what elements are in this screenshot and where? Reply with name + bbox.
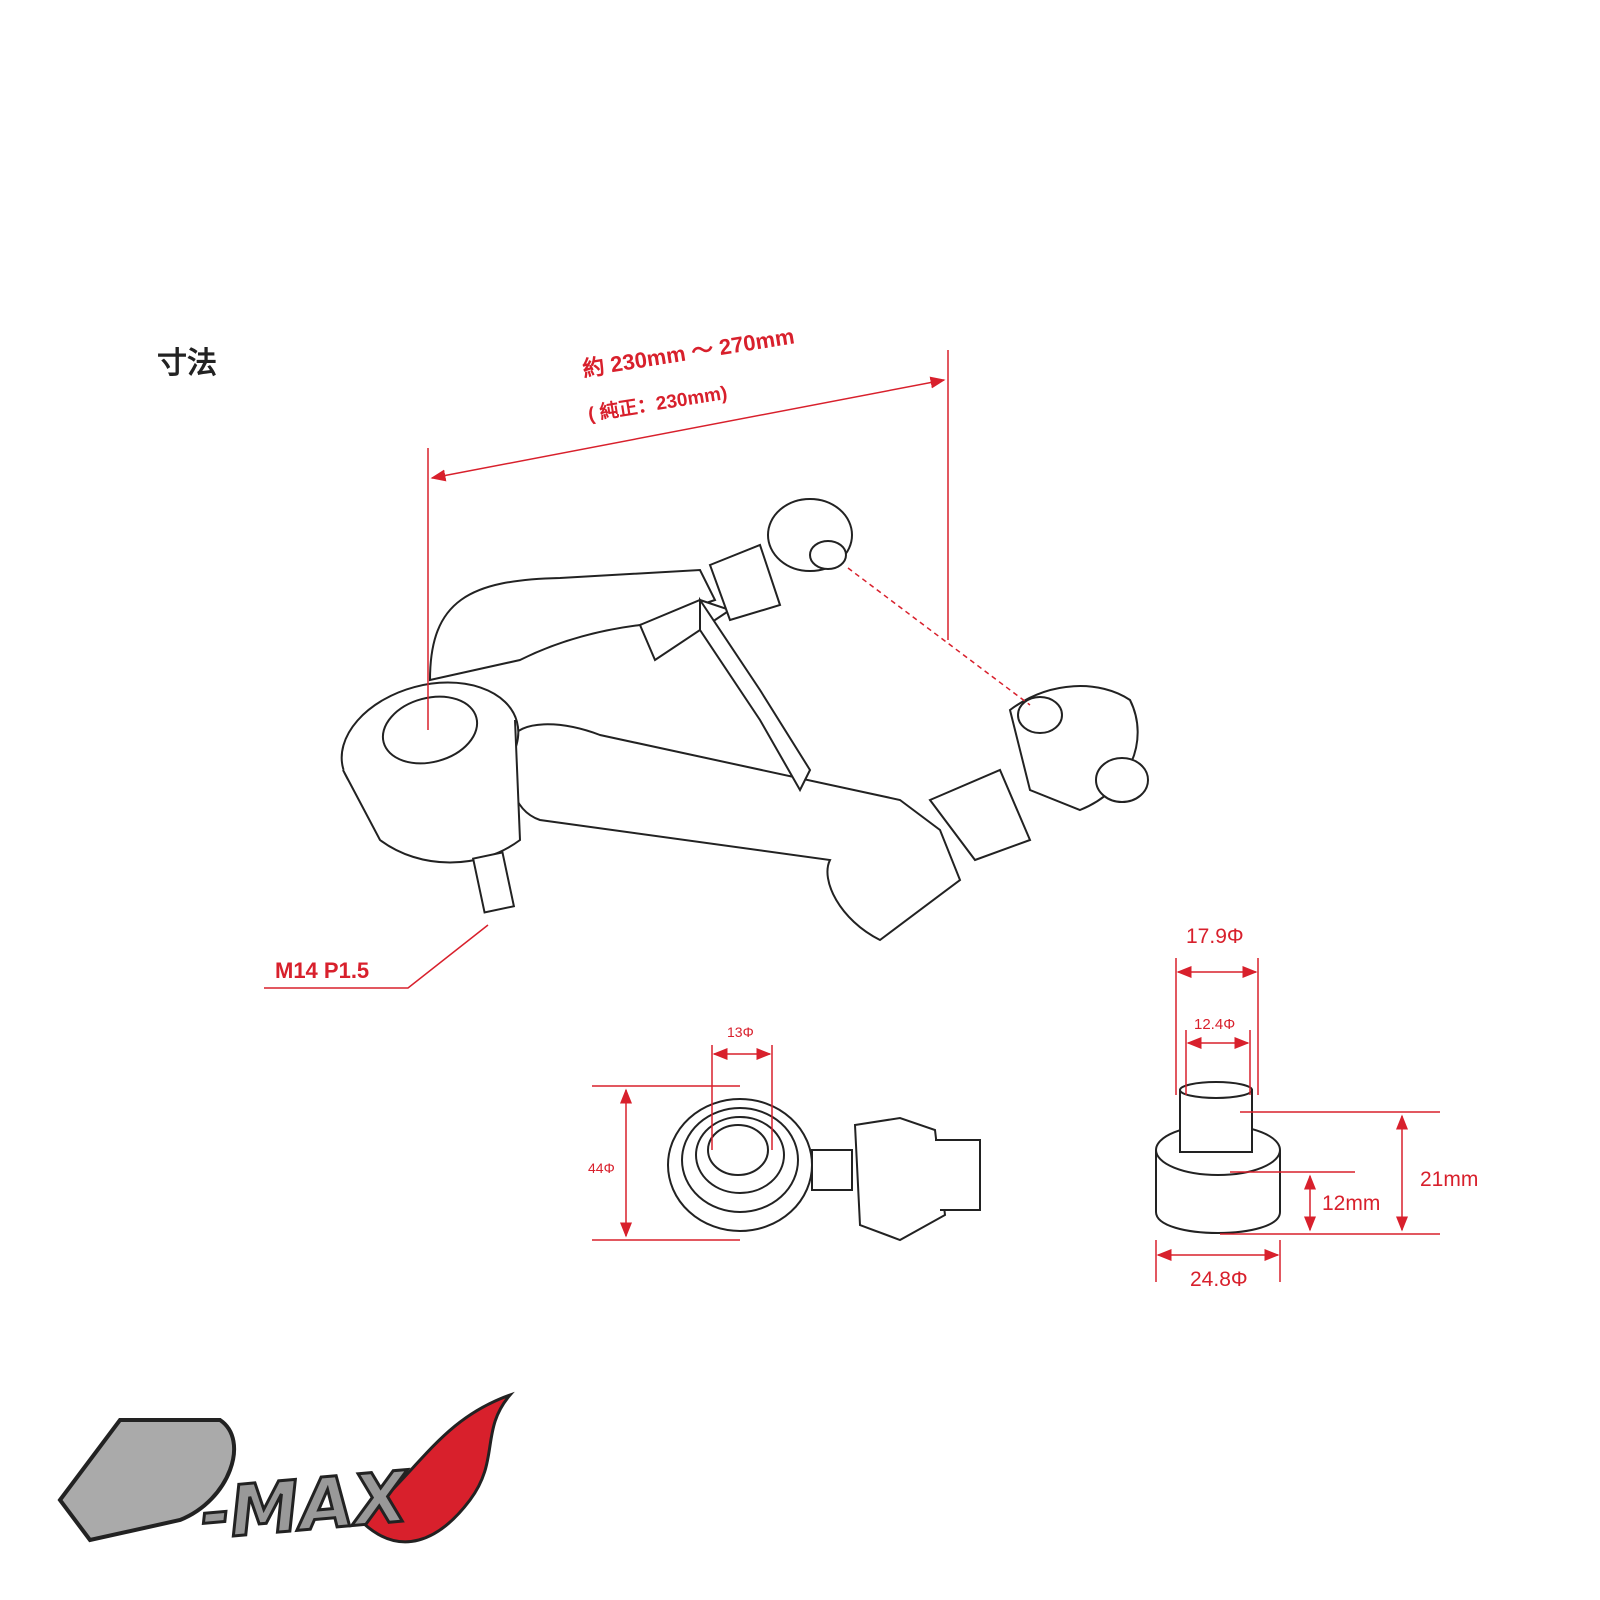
rod-end-dimensions [592, 1045, 773, 1241]
collar-inner-label: 12.4Φ [1194, 1016, 1236, 1033]
control-arm [340, 498, 1149, 942]
section-title: 寸法 [157, 346, 217, 381]
svg-text:-MAX: -MAX [197, 1456, 413, 1556]
outer-diameter-label: 44Φ [588, 1160, 615, 1176]
rod-end-detail [667, 1098, 981, 1242]
dmax-logo: -MAX [57, 1391, 515, 1557]
collar-detail [1155, 1081, 1281, 1234]
collar-dimensions [1155, 958, 1440, 1282]
base-height-label: 12mm [1322, 1192, 1381, 1215]
inner-diameter-label: 13Φ [727, 1024, 754, 1040]
base-diameter-label: 24.8Φ [1190, 1268, 1248, 1291]
total-height-label: 21mm [1420, 1168, 1479, 1191]
thread-label: M14 P1.5 [275, 958, 370, 983]
collar-outer-label: 17.9Φ [1186, 925, 1244, 948]
length-dimension [264, 350, 1031, 989]
